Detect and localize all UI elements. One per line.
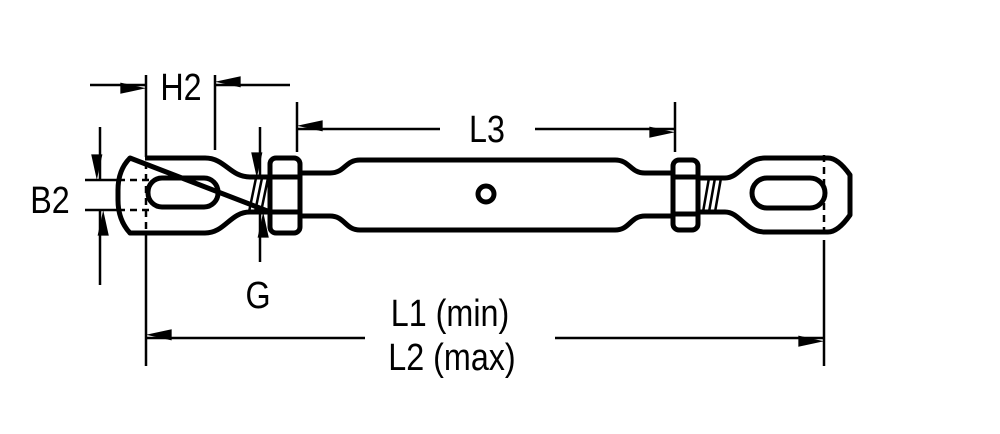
right-nut	[670, 157, 701, 233]
left-eye	[115, 155, 273, 236]
left-nut	[267, 155, 303, 236]
label-b2: B2	[30, 180, 69, 222]
dimension-h2: H2	[90, 67, 290, 150]
turnbuckle-drawing	[115, 150, 853, 240]
dimension-g: G	[245, 127, 271, 317]
dimension-l1-l2: L1 (min) L2 (max)	[144, 240, 826, 379]
label-h2: H2	[160, 67, 201, 109]
right-eye	[698, 155, 853, 235]
label-l3: L3	[469, 109, 505, 151]
label-l2: L2 (max)	[388, 337, 515, 379]
dimension-b2: B2	[30, 127, 118, 285]
body-hole	[475, 183, 497, 205]
label-l1: L1 (min)	[391, 293, 509, 335]
label-g: G	[245, 275, 270, 317]
dimension-l3: L3	[295, 102, 677, 152]
body	[300, 157, 673, 233]
